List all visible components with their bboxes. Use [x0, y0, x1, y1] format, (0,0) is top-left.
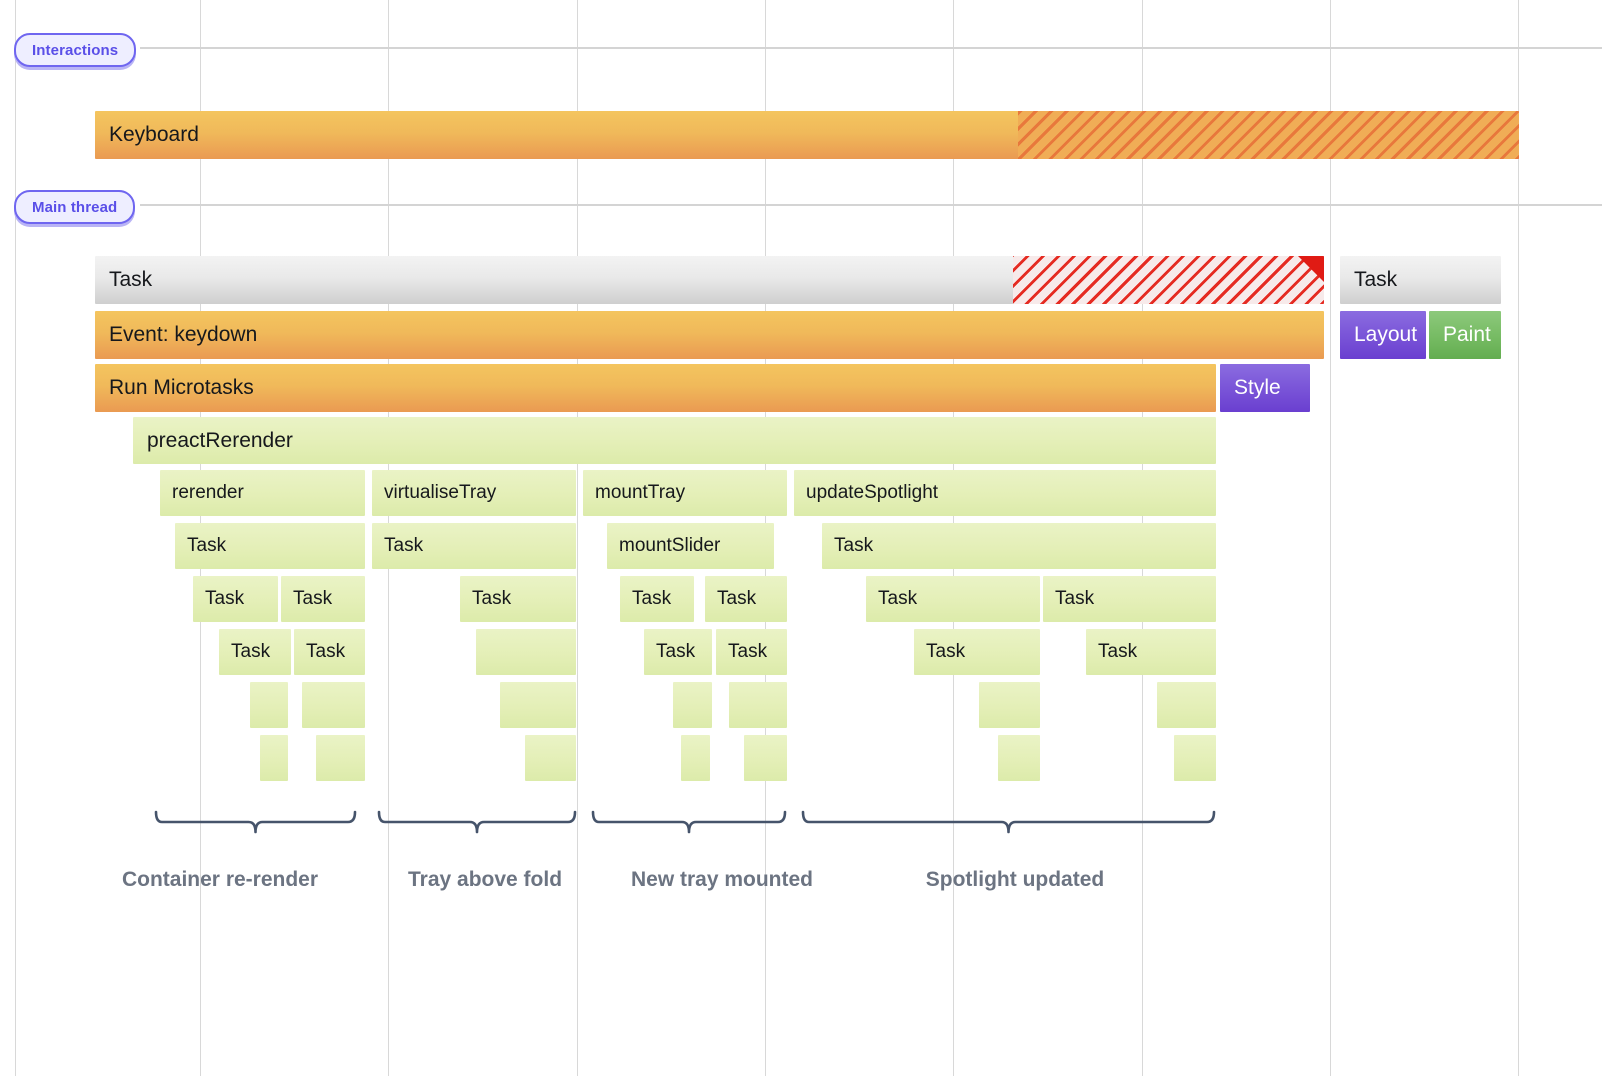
task-block-spotlight-4b[interactable] — [1157, 682, 1216, 728]
task-bar-rerender-1[interactable]: Task — [175, 523, 365, 569]
annotation-spotlight-updated-bracket — [801, 810, 1216, 842]
task-bar-virtualise-3[interactable] — [476, 629, 576, 675]
layout-bar[interactable]: Layout — [1340, 311, 1426, 359]
task-bar-spotlight-2a[interactable]: Task — [866, 576, 1040, 622]
task-bar-virtualise-2[interactable]: Task — [460, 576, 576, 622]
task-bar-spotlight-1-label: Task — [834, 535, 874, 556]
task-block-virtualise-5[interactable] — [525, 735, 576, 781]
task-bar-main[interactable]: Task — [95, 256, 1324, 304]
task-bar-spotlight-1[interactable]: Task — [822, 523, 1216, 569]
mount-slider-bar-label: mountSlider — [619, 535, 721, 556]
task-bar-mount-3b[interactable]: Task — [716, 629, 787, 675]
task-bar-mount-2b-label: Task — [717, 588, 757, 609]
annotation-new-tray-mounted-bracket — [591, 810, 787, 842]
layout-bar-label: Layout — [1354, 323, 1418, 346]
gridline-8 — [1518, 0, 1519, 1076]
gridline-3 — [577, 0, 578, 1076]
task-bar-rerender-3b-label: Task — [306, 641, 346, 662]
task-bar-mount-2b[interactable]: Task — [705, 576, 787, 622]
mount-tray-bar[interactable]: mountTray — [583, 470, 787, 516]
task-bar-rerender-2a[interactable]: Task — [193, 576, 278, 622]
task-bar-secondary-label: Task — [1354, 268, 1398, 291]
annotation-container-rerender-label: Container re-render — [121, 868, 319, 891]
task-bar-spotlight-2a-label: Task — [878, 588, 918, 609]
main-thread-track-rule — [140, 204, 1602, 206]
virtualise-tray-bar-label: virtualiseTray — [384, 482, 497, 503]
task-bar-virtualise-1-label: Task — [384, 535, 424, 556]
mount-tray-bar-label: mountTray — [595, 482, 686, 503]
task-bar-rerender-2b[interactable]: Task — [281, 576, 365, 622]
task-bar-mount-2a-label: Task — [632, 588, 672, 609]
annotation-tray-above-fold-label: Tray above fold — [407, 868, 563, 891]
keyboard-bar-hatched-region — [1018, 111, 1519, 159]
task-block-virtualise-4[interactable] — [500, 682, 576, 728]
virtualise-tray-bar[interactable]: virtualiseTray — [372, 470, 576, 516]
mount-slider-bar[interactable]: mountSlider — [607, 523, 774, 569]
event-keydown-bar[interactable]: Event: keydown — [95, 311, 1324, 359]
task-bar-spotlight-3b-label: Task — [1098, 641, 1138, 662]
task-bar-rerender-3b[interactable]: Task — [294, 629, 365, 675]
task-block-mount-4a[interactable] — [673, 682, 712, 728]
task-bar-main-hatched-region — [1013, 256, 1324, 304]
task-bar-virtualise-1[interactable]: Task — [372, 523, 576, 569]
task-block-spotlight-5b[interactable] — [1174, 735, 1216, 781]
annotation-spotlight-updated-label: Spotlight updated — [925, 868, 1105, 891]
run-microtasks-bar[interactable]: Run Microtasks — [95, 364, 1216, 412]
task-bar-mount-3a-label: Task — [656, 641, 696, 662]
run-microtasks-bar-label: Run Microtasks — [109, 376, 254, 399]
task-block-rerender-4a[interactable] — [250, 682, 288, 728]
track-pill-main-thread[interactable]: Main thread — [14, 190, 136, 224]
keyboard-bar-label: Keyboard — [109, 123, 199, 146]
task-bar-spotlight-2b-label: Task — [1055, 588, 1095, 609]
task-bar-mount-3a[interactable]: Task — [644, 629, 712, 675]
task-bar-mount-2a[interactable]: Task — [620, 576, 694, 622]
task-block-rerender-5b[interactable] — [316, 735, 365, 781]
task-bar-spotlight-2b[interactable]: Task — [1043, 576, 1216, 622]
task-block-spotlight-5a[interactable] — [998, 735, 1040, 781]
preact-rerender-bar[interactable]: preactRerender — [133, 417, 1216, 464]
paint-bar[interactable]: Paint — [1429, 311, 1501, 359]
task-bar-spotlight-3a-label: Task — [926, 641, 966, 662]
task-bar-secondary[interactable]: Task — [1340, 256, 1501, 304]
preact-rerender-bar-label: preactRerender — [147, 428, 293, 452]
task-bar-main-label: Task — [109, 268, 153, 291]
annotation-tray-above-fold-bracket — [377, 810, 577, 842]
task-bar-rerender-1-label: Task — [187, 535, 227, 556]
task-bar-mount-3b-label: Task — [728, 641, 768, 662]
task-bar-rerender-3a-label: Task — [231, 641, 271, 662]
task-block-rerender-4b[interactable] — [302, 682, 365, 728]
task-block-spotlight-4a[interactable] — [979, 682, 1040, 728]
track-pill-interactions-label: Interactions — [32, 41, 119, 59]
long-task-flag-icon — [1298, 256, 1324, 282]
gridline-7 — [1330, 0, 1331, 1076]
task-bar-rerender-2b-label: Task — [293, 588, 333, 609]
rerender-bar[interactable]: rerender — [160, 470, 365, 516]
task-block-rerender-5a[interactable] — [260, 735, 288, 781]
task-block-mount-4b[interactable] — [729, 682, 787, 728]
paint-bar-label: Paint — [1443, 323, 1491, 346]
event-keydown-bar-label: Event: keydown — [109, 323, 258, 346]
style-bar-label: Style — [1234, 376, 1281, 399]
rerender-bar-label: rerender — [172, 482, 244, 503]
track-pill-interactions[interactable]: Interactions — [14, 33, 137, 67]
annotation-new-tray-mounted-label: New tray mounted — [630, 868, 814, 891]
task-bar-rerender-2a-label: Task — [205, 588, 245, 609]
task-block-mount-5b[interactable] — [744, 735, 787, 781]
task-bar-rerender-3a[interactable]: Task — [219, 629, 291, 675]
interactions-track-rule — [140, 47, 1602, 49]
gridline-0 — [15, 0, 16, 1076]
task-bar-spotlight-3b[interactable]: Task — [1086, 629, 1216, 675]
style-bar[interactable]: Style — [1220, 364, 1310, 412]
task-bar-spotlight-3a[interactable]: Task — [914, 629, 1040, 675]
task-block-mount-5a[interactable] — [681, 735, 710, 781]
track-pill-main-thread-label: Main thread — [32, 198, 118, 216]
annotation-container-rerender-bracket — [154, 810, 357, 842]
keyboard-bar[interactable]: Keyboard — [95, 111, 1519, 159]
task-bar-virtualise-2-label: Task — [472, 588, 512, 609]
update-spotlight-bar-label: updateSpotlight — [806, 482, 939, 503]
update-spotlight-bar[interactable]: updateSpotlight — [794, 470, 1216, 516]
